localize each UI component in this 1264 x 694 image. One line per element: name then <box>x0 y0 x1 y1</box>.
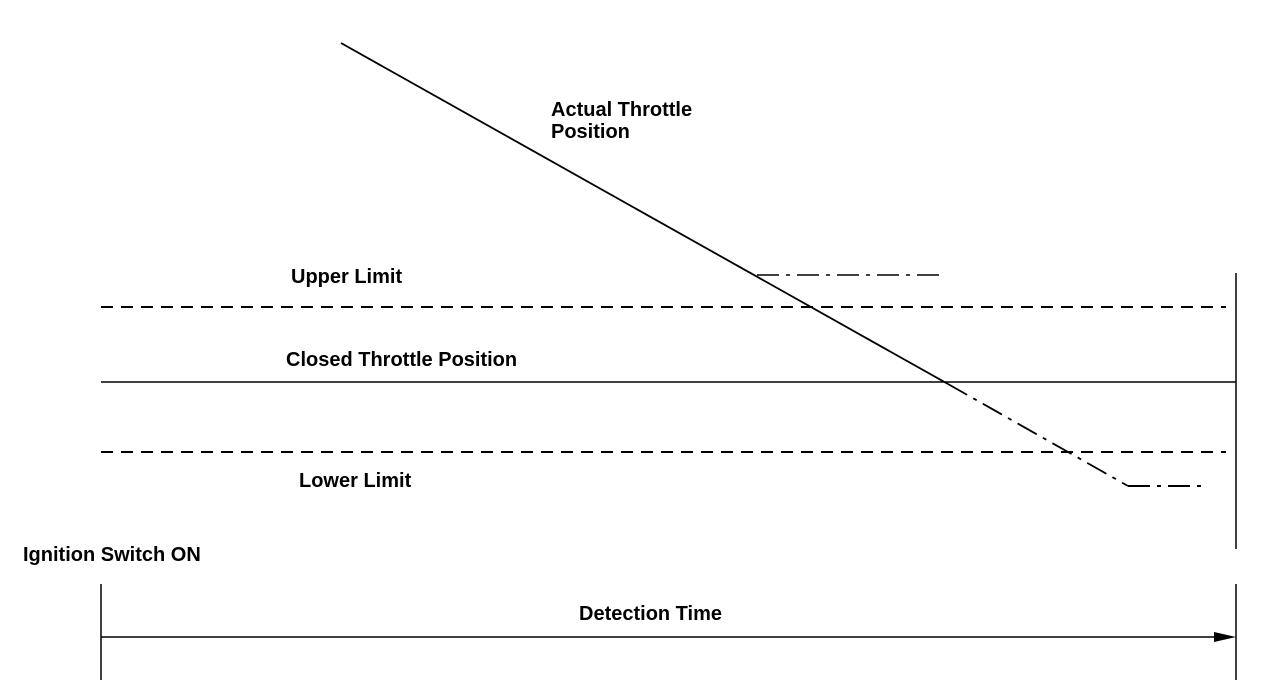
actual-throttle-position-label: Actual Throttle Position <box>551 99 692 143</box>
detection-time-arrowhead <box>1214 632 1236 642</box>
ignition-switch-on-label: Ignition Switch ON <box>23 544 201 566</box>
upper-limit-label: Upper Limit <box>291 266 403 288</box>
lower-limit-label: Lower Limit <box>299 470 412 492</box>
actual-throttle-position-line <box>340 42 949 385</box>
actual-throttle-label-line1: Actual Throttle <box>551 99 693 121</box>
detection-time-label: Detection Time <box>579 603 722 625</box>
closed-throttle-position-label: Closed Throttle Position <box>286 349 518 371</box>
actual-throttle-position-projected-line <box>947 383 1129 487</box>
actual-throttle-label-line2: Position <box>551 121 630 143</box>
